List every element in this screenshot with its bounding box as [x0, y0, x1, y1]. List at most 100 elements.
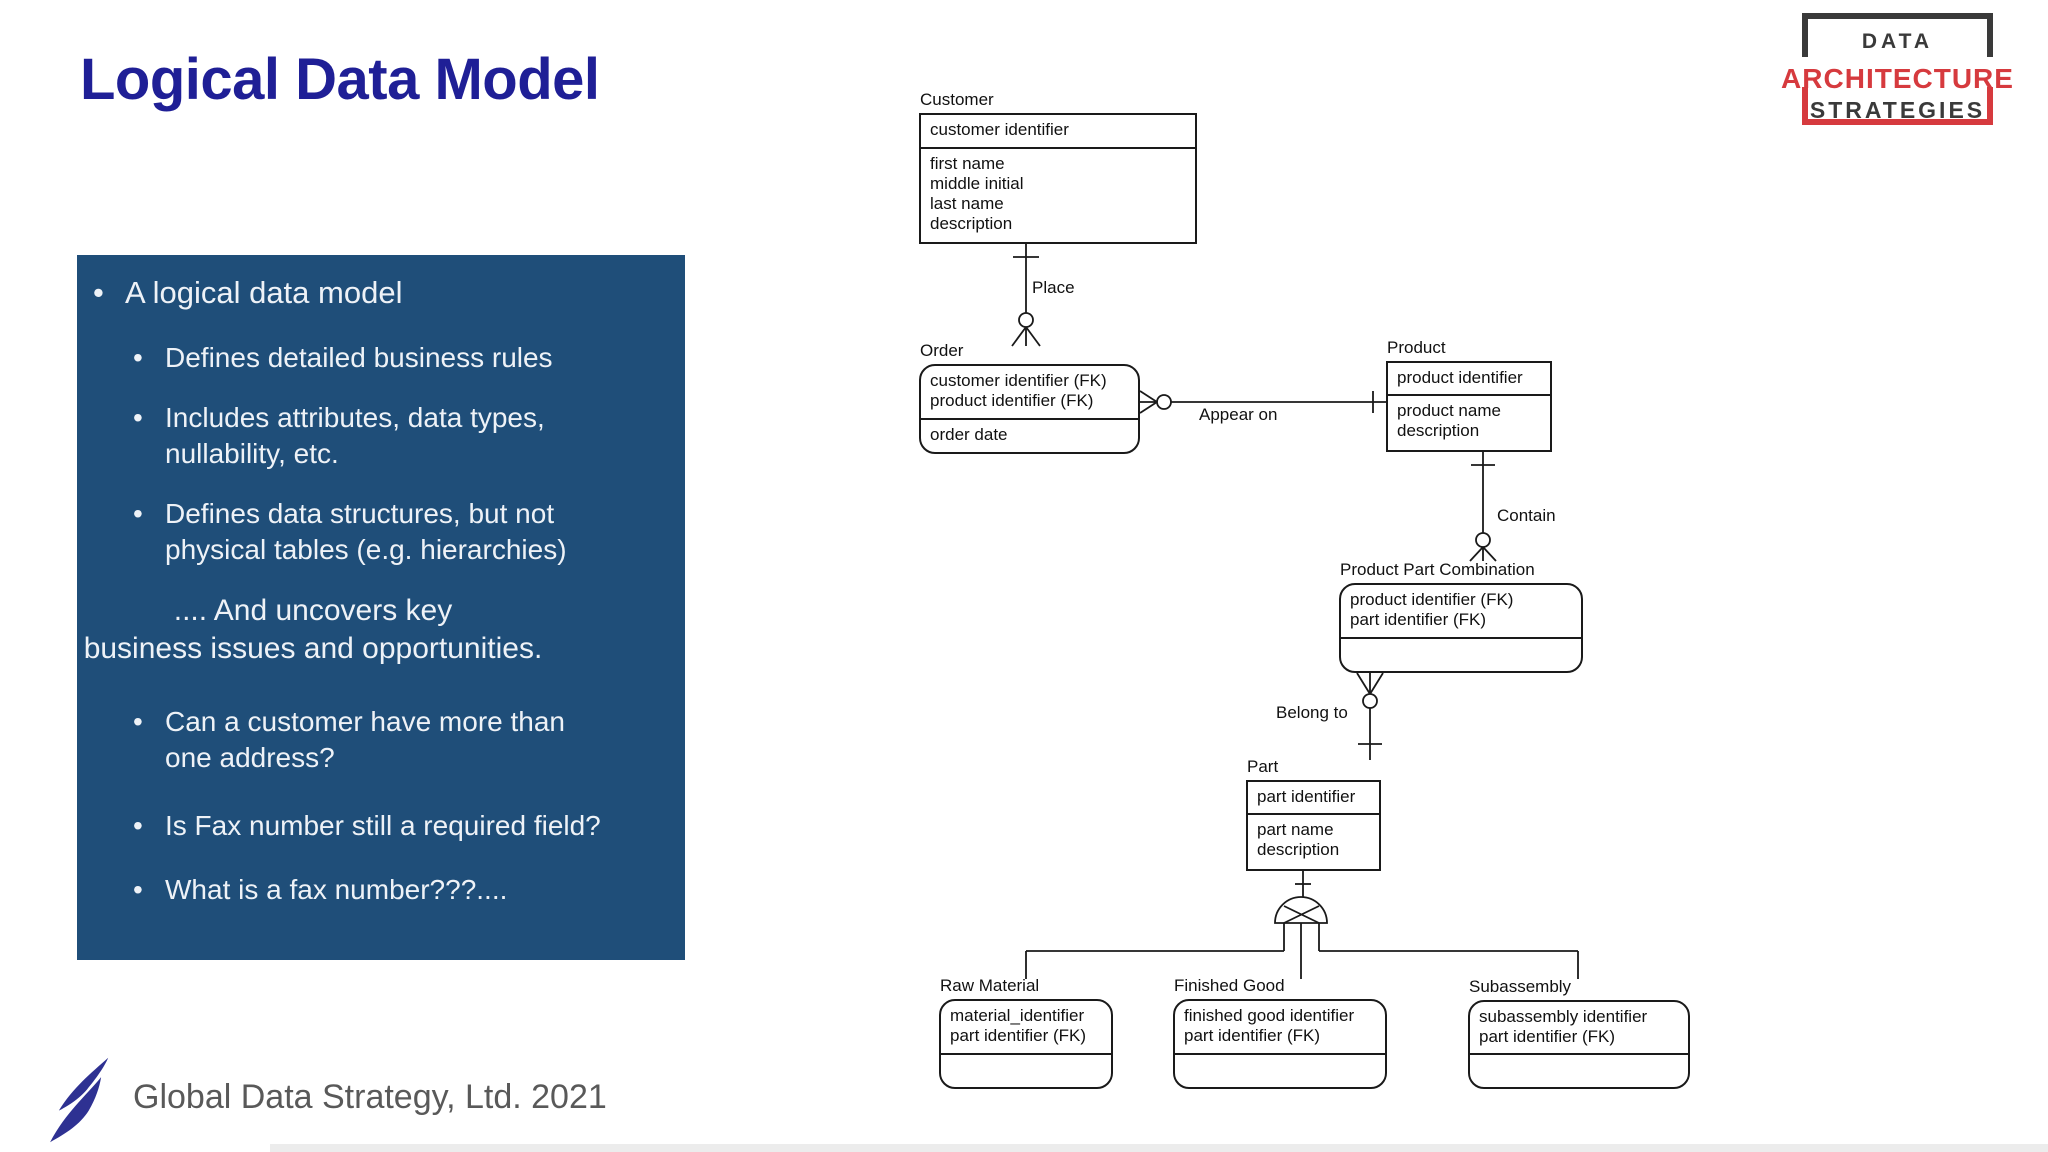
- entity-key-section: product identifier (FK) part identifier …: [1341, 585, 1581, 639]
- data-architecture-strategies-logo: DATA ARCHITECTURE STRATEGIES: [1781, 13, 2013, 125]
- entity-attr-section: [1341, 639, 1581, 671]
- entity-key-section: finished good identifier part identifier…: [1175, 1001, 1385, 1055]
- key-attribute: part identifier (FK): [1184, 1026, 1321, 1045]
- key-attribute: product identifier (FK): [1350, 590, 1514, 609]
- logo-border-top-left: [1802, 13, 1808, 57]
- subtype-category-connector: [1025, 871, 1579, 979]
- entity-title: Part: [1247, 757, 1279, 776]
- bullet-text: A logical data model: [125, 275, 403, 310]
- entity-attr-section: part name description: [1248, 815, 1379, 869]
- entity-box: subassembly identifier part identifier (…: [1468, 1000, 1690, 1089]
- logo-word-architecture: ARCHITECTURE: [1781, 63, 2014, 94]
- relationship-label-contain: Contain: [1497, 506, 1556, 525]
- relationship-label-place: Place: [1032, 278, 1075, 297]
- key-attribute: customer identifier (FK): [930, 371, 1107, 390]
- entity-key-section: subassembly identifier part identifier (…: [1470, 1002, 1688, 1055]
- key-attribute: customer identifier: [930, 120, 1069, 139]
- entity-title: Product Part Combination: [1340, 560, 1535, 579]
- entity-customer: Customer customer identifier first name …: [919, 90, 1197, 244]
- entity-subassembly: Subassembly subassembly identifier part …: [1468, 977, 1690, 1089]
- relationship-label-appear-on: Appear on: [1199, 405, 1278, 424]
- key-attribute: product identifier (FK): [930, 391, 1094, 410]
- bullet-text: Includes attributes, data types, nullabi…: [165, 400, 545, 472]
- entity-product: Product product identifier product name …: [1386, 338, 1552, 452]
- bullet-line: one address?: [165, 742, 335, 773]
- attribute: order date: [930, 425, 1008, 444]
- bullet-line: nullability, etc.: [165, 438, 339, 469]
- logo-word-data: DATA: [1861, 30, 1934, 53]
- attribute: last name: [930, 194, 1004, 213]
- bullet-item-sub: Defines detailed business rules: [77, 340, 685, 376]
- entity-key-section: customer identifier (FK) product identif…: [921, 366, 1138, 420]
- logo-word-strategies: STRATEGIES: [1809, 97, 1986, 123]
- entity-product-part-combination: Product Part Combination product identif…: [1339, 560, 1583, 673]
- entity-part: Part part identifier part name descripti…: [1246, 757, 1381, 871]
- entity-order: Order customer identifier (FK) product i…: [919, 341, 1140, 454]
- key-attribute: product identifier: [1397, 368, 1523, 387]
- entity-title: Order: [920, 341, 964, 360]
- entity-attr-section: [1470, 1055, 1688, 1087]
- attribute: product name: [1397, 401, 1501, 420]
- entity-attr-section: first name middle initial last name desc…: [921, 149, 1195, 242]
- contain-relationship-line: [1469, 452, 1497, 562]
- bullet-text: Defines detailed business rules: [165, 342, 553, 373]
- bullet-line: Includes attributes, data types,: [165, 402, 545, 433]
- entity-key-section: material_identifier part identifier (FK): [941, 1001, 1111, 1055]
- key-attribute: part identifier (FK): [1479, 1027, 1616, 1046]
- bullet-item-question: What is a fax number???....: [77, 872, 685, 908]
- entity-box: product identifier (FK) part identifier …: [1339, 583, 1583, 673]
- logo-border-bottom: [1802, 119, 1993, 125]
- entity-box: material_identifier part identifier (FK): [939, 999, 1113, 1089]
- bullet-icon: [133, 400, 165, 472]
- entity-title: Product: [1387, 338, 1446, 357]
- entity-title: Raw Material: [940, 976, 1040, 995]
- entity-box: customer identifier first name middle in…: [919, 113, 1197, 244]
- entity-box: product identifier product name descript…: [1386, 361, 1552, 452]
- entity-title: Customer: [920, 90, 994, 109]
- entity-box: customer identifier (FK) product identif…: [919, 364, 1140, 454]
- entity-box: finished good identifier part identifier…: [1173, 999, 1387, 1089]
- key-attribute: part identifier: [1257, 787, 1356, 806]
- bullet-icon: [133, 496, 165, 568]
- attribute: part name: [1257, 820, 1334, 839]
- bullet-icon: [93, 273, 125, 313]
- logo-border-bottom-right: [1987, 87, 1993, 125]
- bullet-icon: [133, 340, 165, 376]
- entity-title: Finished Good: [1174, 976, 1285, 995]
- entity-raw-material: Raw Material material_identifier part id…: [939, 976, 1113, 1089]
- key-attribute: finished good identifier: [1184, 1006, 1355, 1025]
- bullet-icon: [133, 704, 165, 776]
- attribute: description: [1397, 421, 1480, 440]
- footer-copyright: Global Data Strategy, Ltd. 2021: [133, 1078, 607, 1116]
- subtype-exclusive-icon: [1274, 896, 1328, 924]
- callout-line: business issues and opportunities.: [83, 632, 543, 665]
- bullet-line: Defines data structures, but not: [165, 498, 555, 529]
- bullet-item-sub: Defines data structures, but not physica…: [77, 496, 685, 568]
- entity-title: Subassembly: [1469, 977, 1572, 996]
- key-attribute: material_identifier: [950, 1006, 1085, 1025]
- bullet-icon: [133, 872, 165, 908]
- logo-border-top-right: [1987, 13, 1993, 57]
- entity-finished-good: Finished Good finished good identifier p…: [1173, 976, 1387, 1089]
- bullet-text: Can a customer have more than one addres…: [165, 704, 565, 776]
- key-attribute: part identifier (FK): [950, 1026, 1087, 1045]
- attribute: description: [1257, 840, 1340, 859]
- key-points-panel: A logical data model Defines detailed bu…: [77, 255, 685, 960]
- entity-box: part identifier part name description: [1246, 780, 1381, 871]
- bottom-edge-strip: [270, 1144, 2048, 1152]
- bullet-item-sub: Includes attributes, data types, nullabi…: [77, 400, 685, 472]
- logo-border-top: [1802, 13, 1993, 19]
- bullet-text: Defines data structures, but not physica…: [165, 496, 567, 568]
- entity-key-section: customer identifier: [921, 115, 1195, 149]
- bullet-item-question: Can a customer have more than one addres…: [77, 704, 685, 776]
- relationship-label-belong-to: Belong to: [1276, 703, 1348, 722]
- belong-to-relationship-line: [1356, 672, 1384, 760]
- entity-attr-section: [941, 1055, 1111, 1087]
- logo-border-bottom-left: [1802, 87, 1808, 125]
- entity-key-section: part identifier: [1248, 782, 1379, 815]
- callout-text: .... And uncovers key business issues an…: [77, 592, 549, 668]
- entity-attr-section: order date: [921, 420, 1138, 452]
- bullet-text: What is a fax number???....: [165, 874, 508, 905]
- entity-attr-section: product name description: [1388, 396, 1550, 450]
- callout-line: .... And uncovers key: [173, 594, 453, 627]
